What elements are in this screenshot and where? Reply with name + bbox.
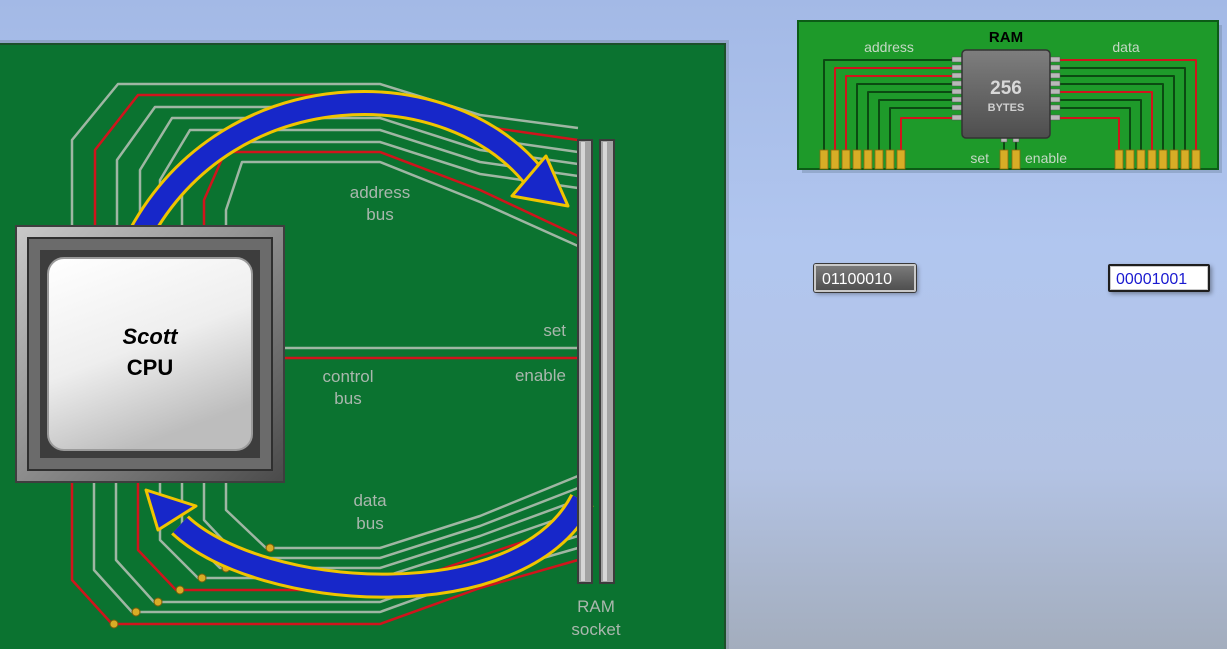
ram-module: 256 BYTES RAM address data set enable — [797, 20, 1222, 173]
data-register: 00001001 — [1108, 264, 1210, 292]
cpu-chip: Scott CPU — [15, 225, 285, 483]
ram-address-traces — [823, 59, 958, 150]
data-bus-label-line1: data — [353, 491, 387, 510]
ram-address-label: address — [864, 39, 914, 55]
control-bus-label-line2: bus — [334, 389, 361, 408]
address-register: 01100010 — [814, 264, 916, 292]
ram-chip-size: 256 — [990, 78, 1022, 99]
data-flow-arrow — [144, 488, 594, 599]
enable-wire-label: enable — [515, 366, 566, 385]
cpu-name-line1: Scott — [123, 324, 180, 349]
address-bus-label-line2: bus — [366, 205, 393, 224]
ram-socket-label-line2: socket — [571, 620, 620, 639]
ram-chip-unit: BYTES — [988, 102, 1025, 114]
data-bus-label-line2: bus — [356, 514, 383, 533]
ram-enable-label: enable — [1025, 150, 1067, 166]
ram-socket-label-line1: RAM — [577, 597, 615, 616]
control-bus-label-line1: control — [322, 367, 373, 386]
ram-socket — [577, 139, 615, 584]
ram-data-traces — [1054, 59, 1197, 150]
cpu-name-line2: CPU — [127, 355, 173, 380]
ram-set-label: set — [970, 150, 989, 166]
set-wire-label: set — [543, 321, 566, 340]
address-bus-label-line1: address — [350, 183, 410, 202]
ram-module-title: RAM — [989, 29, 1023, 46]
control-bus-traces — [280, 346, 578, 360]
ram-connector-pads — [819, 149, 1201, 170]
ram-data-label: data — [1112, 39, 1139, 55]
ram-chip — [961, 49, 1051, 139]
address-flow-arrow — [128, 90, 570, 242]
data-bus-traces — [70, 474, 579, 626]
